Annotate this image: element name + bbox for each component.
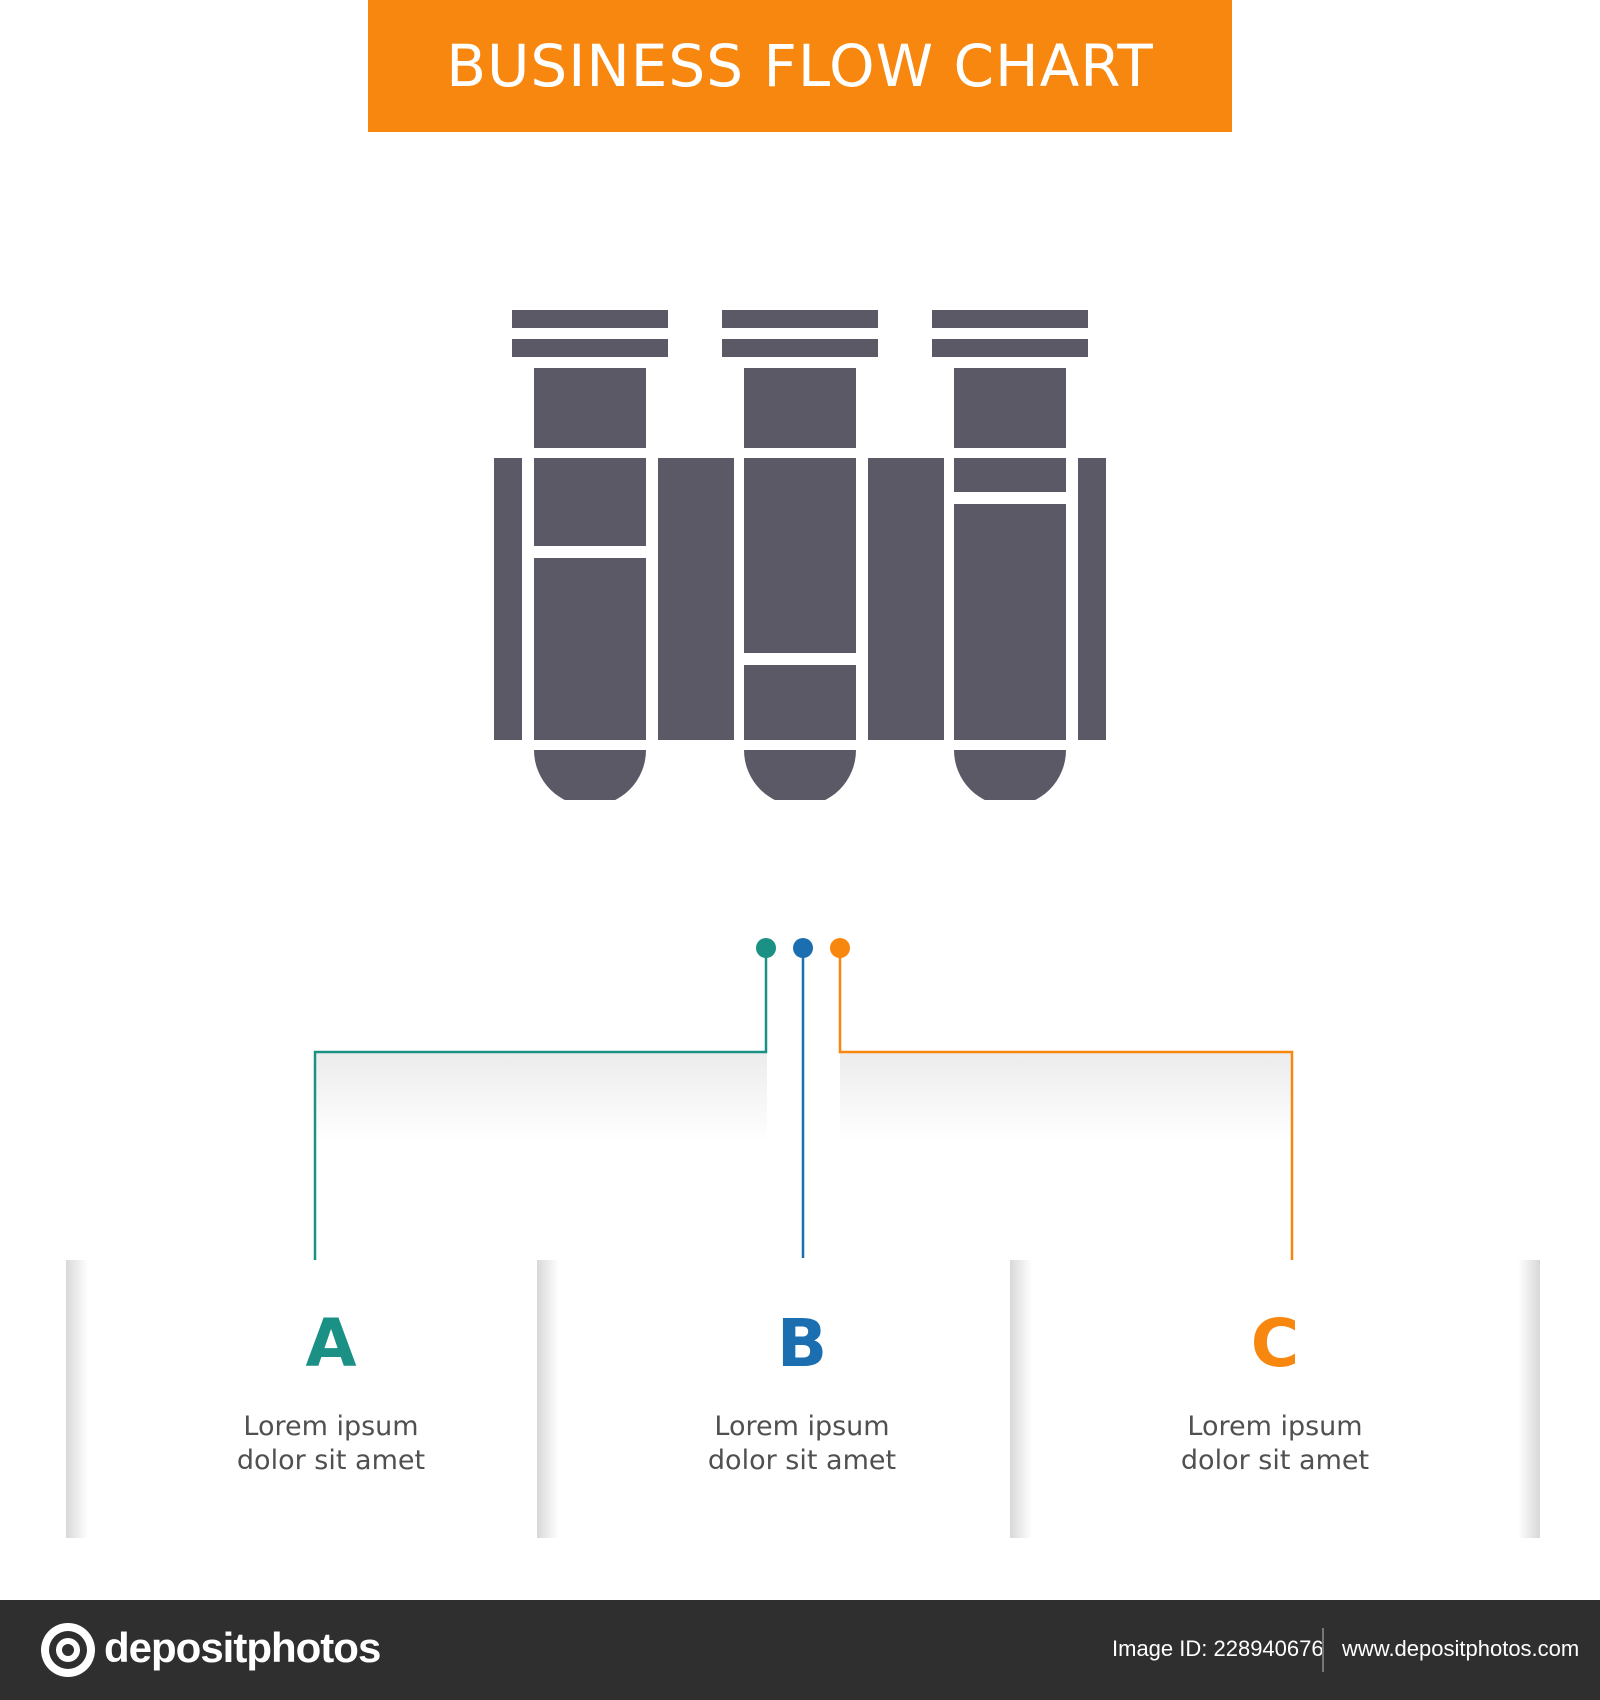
step-text: Lorem ipsum dolor sit amet: [1010, 1410, 1540, 1478]
step-letter: B: [776, 1305, 828, 1382]
connector-dot-a: [756, 938, 776, 958]
step-text-line: Lorem ipsum: [243, 1411, 419, 1442]
connector-dot-c: [830, 938, 850, 958]
step-text-line: Lorem ipsum: [1187, 1411, 1363, 1442]
step-text: Lorem ipsum dolor sit amet: [537, 1410, 1067, 1478]
step-letter: C: [1250, 1305, 1300, 1382]
page-title: BUSINESS FLOW CHART: [446, 32, 1154, 100]
step-card-b: B Lorem ipsum dolor sit amet: [537, 1260, 1067, 1538]
step-text-line: Lorem ipsum: [714, 1411, 890, 1442]
title-banner: BUSINESS FLOW CHART: [368, 0, 1232, 132]
connector-dot-b: [793, 938, 813, 958]
step-text: Lorem ipsum dolor sit amet: [66, 1410, 596, 1478]
step-text-line: dolor sit amet: [707, 1445, 897, 1476]
connector-c: [838, 948, 1294, 1276]
camera-logo-icon: [41, 1623, 95, 1677]
footer-url[interactable]: www.depositphotos.com: [1342, 1636, 1580, 1661]
footer-brand[interactable]: depositphotos: [104, 1624, 381, 1671]
step-card-c: C Lorem ipsum dolor sit amet: [1010, 1260, 1540, 1538]
test-tubes-icon: [494, 310, 1106, 800]
footer-bar: depositphotos Image ID: 228940676 www.de…: [0, 1600, 1600, 1700]
step-text-line: dolor sit amet: [236, 1445, 426, 1476]
step-letter: A: [305, 1305, 357, 1382]
connector-shade-left: [315, 1052, 767, 1142]
step-card-a: A Lorem ipsum dolor sit amet: [66, 1260, 596, 1538]
footer-divider: [1322, 1628, 1324, 1672]
connector-a: [313, 948, 768, 1276]
footer-image-id: Image ID: 228940676: [1112, 1636, 1324, 1661]
connector-shade-right: [840, 1052, 1292, 1142]
step-text-line: dolor sit amet: [1180, 1445, 1370, 1476]
